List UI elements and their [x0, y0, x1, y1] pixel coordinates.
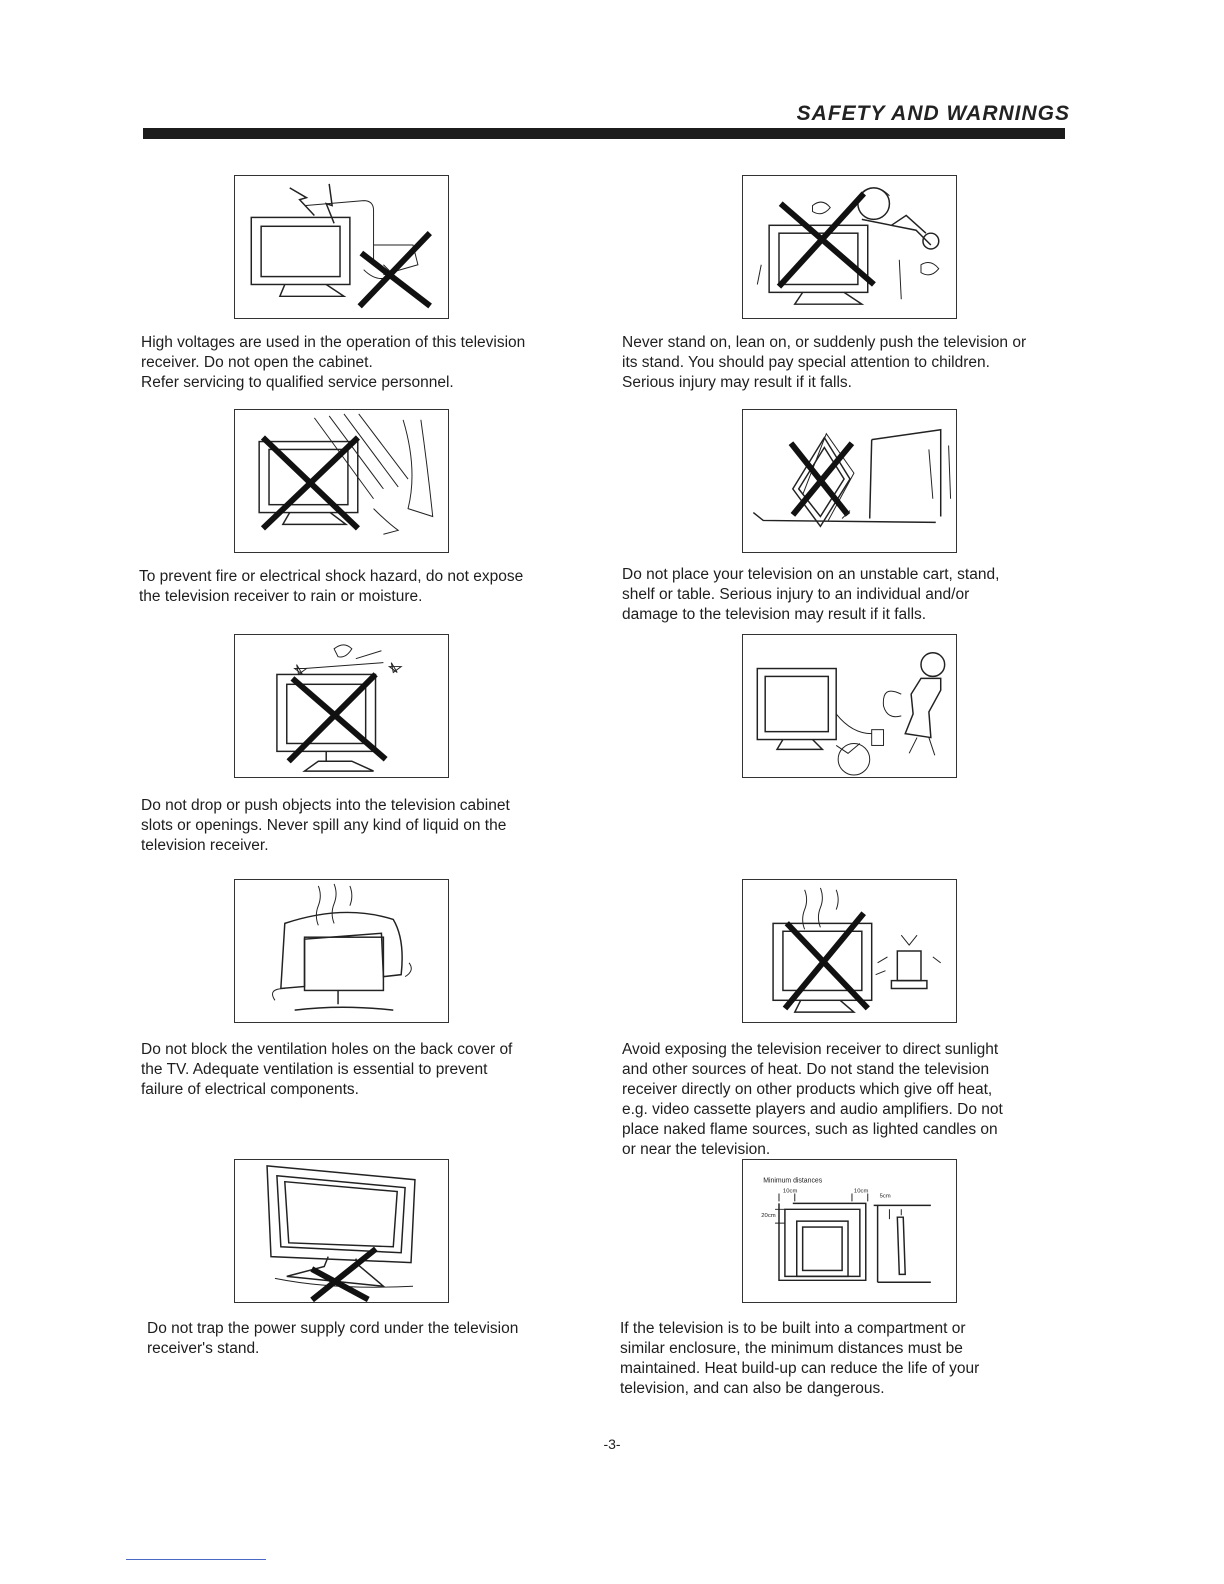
high-voltage-tv-icon: [234, 175, 449, 319]
blocked-ventilation-icon: [234, 879, 449, 1023]
warning-ventilation: Do not block the ventilation holes on th…: [141, 1041, 513, 1098]
heat-source-tv-icon: [742, 879, 957, 1023]
warning-heat-sunlight: Avoid exposing the television receiver t…: [622, 1041, 1003, 1158]
warning-minimum-distances: If the television is to be built into a …: [620, 1320, 980, 1397]
warning-objects-liquid: Do not drop or push objects into the tel…: [141, 797, 510, 854]
distance-side: 5cm: [880, 1193, 891, 1199]
warning-stand-push: Never stand on, lean on, or suddenly pus…: [622, 334, 1027, 391]
distances-title: Minimum distances: [763, 1178, 823, 1185]
unplug-power-icon: [742, 634, 957, 778]
distance-left: 20cm: [761, 1213, 776, 1219]
unstable-stand-icon: [742, 409, 957, 553]
trapped-power-cord-icon: [234, 1159, 449, 1303]
warning-power-cord: Do not trap the power supply cord under …: [147, 1320, 519, 1357]
warning-rain-moisture: To prevent fire or electrical shock haza…: [139, 568, 524, 605]
warning-unstable-cart: Do not place your television on an unsta…: [622, 566, 1000, 623]
page-title: SAFETY AND WARNINGS: [796, 102, 1070, 125]
rain-moisture-tv-icon: [234, 409, 449, 553]
child-pushing-tv-icon: [742, 175, 957, 319]
footer-line: [126, 1559, 266, 1560]
page-number: -3-: [603, 1436, 621, 1452]
minimum-distances-icon: Minimum distances 10cm 10cm 5cm 20cm: [742, 1159, 957, 1303]
objects-into-slots-icon: [234, 634, 449, 778]
warning-high-voltage: High voltages are used in the operation …: [141, 334, 526, 391]
header-divider: [143, 128, 1065, 139]
distance-top-right: 10cm: [854, 1189, 869, 1195]
distance-top-left: 10cm: [783, 1189, 798, 1195]
